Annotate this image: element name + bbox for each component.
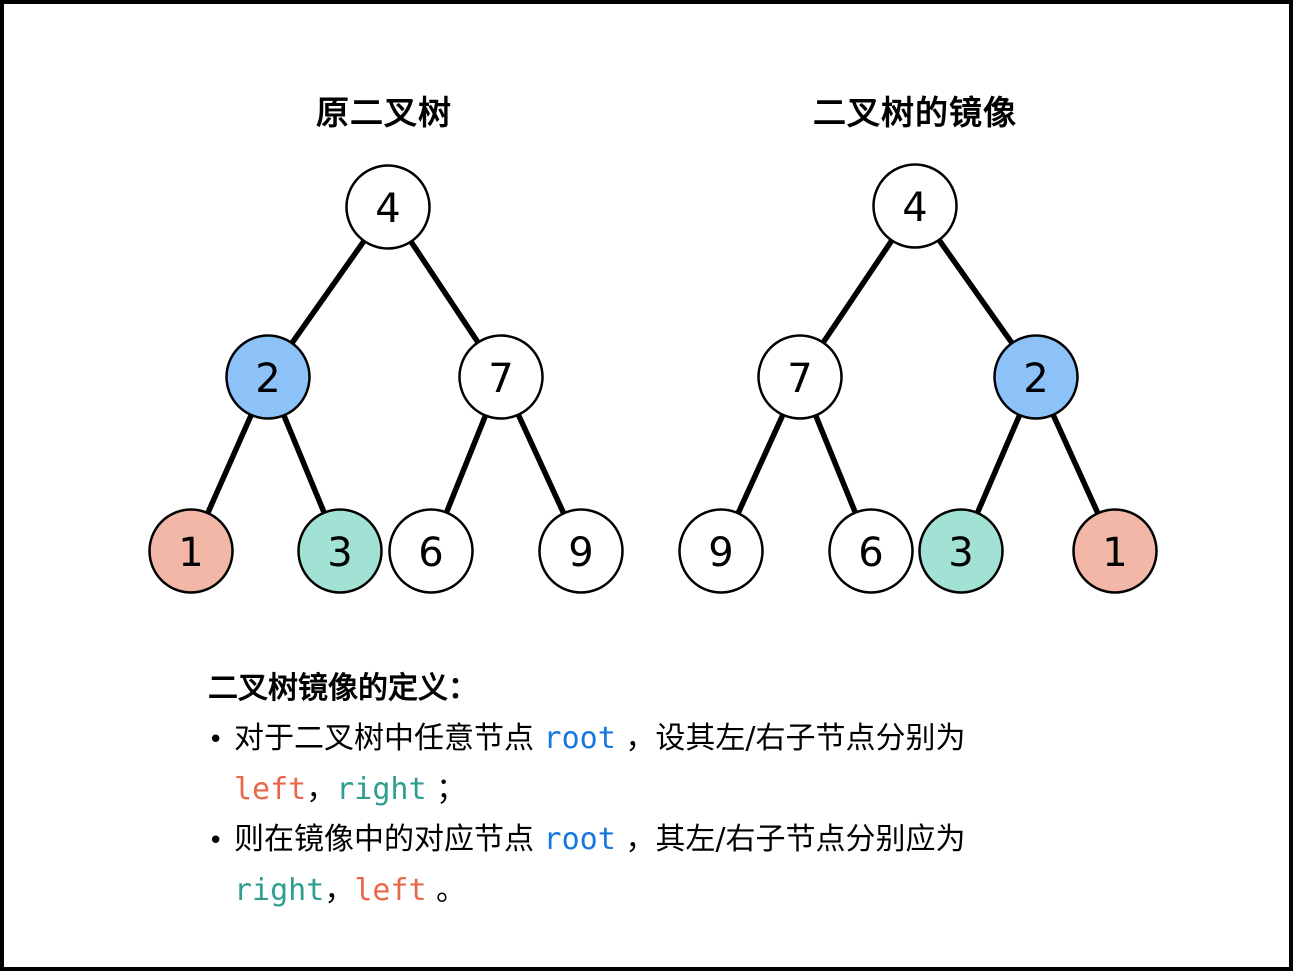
definition-line-text: left，right ； (234, 765, 466, 815)
binary-trees-diagram: 4 2 7 1 3 6 9 4 7 2 9 6 3 1 (148, 163, 1158, 594)
tree-node-value: 4 (375, 186, 400, 232)
tree-node-original-tree-7 (458, 334, 544, 420)
text-segment: 。 (426, 873, 467, 908)
tree-node-mirror-tree-9 (678, 508, 764, 594)
tree-node-mirror-tree-1 (1072, 508, 1158, 594)
code-token-right: right (234, 873, 325, 908)
tree-node-value: 7 (488, 356, 513, 402)
definition-line-4: right，left 。 (208, 866, 1188, 916)
tree-node-value: 6 (858, 530, 883, 576)
definition-line-3: • 则在镜像中的对应节点 root ，其左/右子节点分别应为 (208, 815, 1188, 866)
definition-line-1: • 对于二叉树中任意节点 root ，设其左/右子节点分别为 (208, 714, 1188, 765)
text-segment: ， (324, 873, 355, 908)
code-token-left: left (354, 873, 427, 908)
definition-line-text: right，left 。 (234, 866, 466, 916)
text-segment: ， (306, 772, 337, 807)
tree-node-mirror-tree-4 (872, 163, 958, 249)
tree-node-original-tree-1 (148, 508, 234, 594)
tree-node-value: 1 (178, 530, 203, 576)
code-token-right: right (336, 772, 427, 807)
tree-node-value: 7 (787, 356, 812, 402)
text-segment: ，设其左/右子节点分别为 (615, 721, 966, 756)
code-token-root: root (543, 721, 616, 756)
definition-line-2: left，right ； (208, 765, 1188, 815)
tree-node-original-tree-4 (345, 164, 431, 250)
text-segment: ； (426, 772, 467, 807)
tree-node-value: 6 (418, 530, 443, 576)
tree-node-value: 2 (255, 356, 280, 402)
bullet-dot: • (208, 725, 224, 755)
original-tree: 4 2 7 1 3 6 9 (148, 164, 624, 594)
tree-node-value: 3 (948, 530, 973, 576)
mirror-tree: 4 7 2 9 6 3 1 (678, 163, 1158, 594)
tree-node-value: 3 (327, 530, 352, 576)
text-segment: ，其左/右子节点分别应为 (615, 822, 966, 857)
definition-line-text: 则在镜像中的对应节点 root ，其左/右子节点分别应为 (234, 815, 965, 865)
tree-node-mirror-tree-3 (918, 508, 1004, 594)
tree-node-value: 4 (902, 185, 927, 231)
tree-node-value: 9 (708, 530, 733, 576)
tree-node-original-tree-9 (538, 508, 624, 594)
bullet-dot: • (208, 826, 224, 856)
tree-node-value: 9 (568, 530, 593, 576)
mirror-tree-title: 二叉树的镜像 (813, 93, 1017, 132)
tree-node-original-tree-3 (297, 508, 383, 594)
code-token-left: left (234, 772, 307, 807)
tree-node-value: 2 (1023, 356, 1048, 402)
original-tree-title: 原二叉树 (316, 93, 452, 132)
tree-node-mirror-tree-7 (757, 334, 843, 420)
definition-heading: 二叉树镜像的定义： (208, 671, 478, 706)
tree-node-original-tree-6 (388, 508, 474, 594)
tree-node-mirror-tree-6 (828, 508, 914, 594)
text-segment: 对于二叉树中任意节点 (234, 721, 544, 756)
tree-node-original-tree-2 (225, 334, 311, 420)
tree-node-mirror-tree-2 (993, 334, 1079, 420)
definition-line-text: 对于二叉树中任意节点 root ，设其左/右子节点分别为 (234, 714, 965, 764)
code-token-root: root (543, 822, 616, 857)
text-segment: 则在镜像中的对应节点 (234, 822, 544, 857)
tree-node-value: 1 (1102, 530, 1127, 576)
